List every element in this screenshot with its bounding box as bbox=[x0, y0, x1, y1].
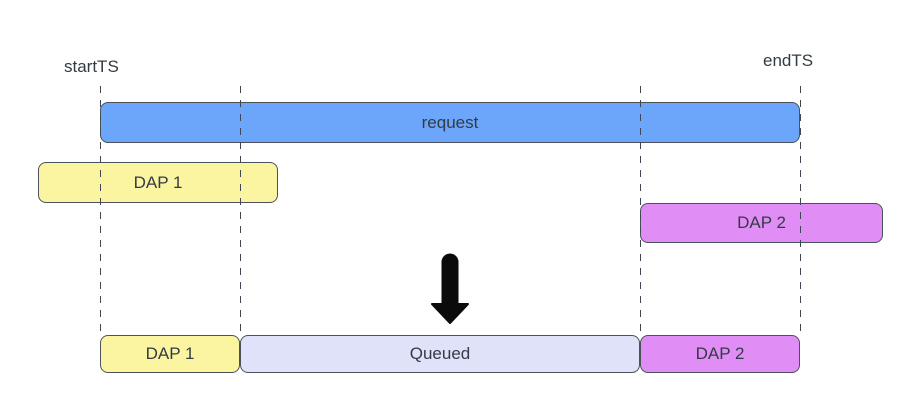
queued-bar-label: Queued bbox=[409, 344, 471, 363]
guideline-end-ts bbox=[800, 86, 801, 335]
guideline-start-ts bbox=[100, 86, 101, 335]
guideline-dap1-end bbox=[240, 86, 241, 335]
dap2-result-bar: DAP 2 bbox=[640, 335, 800, 373]
start-ts-label: startTS bbox=[64, 57, 119, 76]
dap1-interval-bar: DAP 1 bbox=[38, 162, 278, 203]
queued-bar: Queued bbox=[240, 335, 640, 373]
dap1-result-label: DAP 1 bbox=[145, 344, 195, 363]
down-arrow-icon bbox=[428, 252, 472, 326]
request-bar-label: request bbox=[421, 112, 479, 132]
end-ts-label: endTS bbox=[763, 51, 814, 70]
dap2-interval-label: DAP 2 bbox=[737, 213, 786, 232]
dap2-result-label: DAP 2 bbox=[695, 344, 745, 363]
dap1-result-bar: DAP 1 bbox=[100, 335, 240, 373]
dap1-interval-label: DAP 1 bbox=[133, 172, 183, 192]
request-bar: request bbox=[100, 102, 800, 143]
dap2-interval-bar: DAP 2 bbox=[640, 203, 883, 243]
guideline-dap2-start bbox=[640, 86, 641, 335]
